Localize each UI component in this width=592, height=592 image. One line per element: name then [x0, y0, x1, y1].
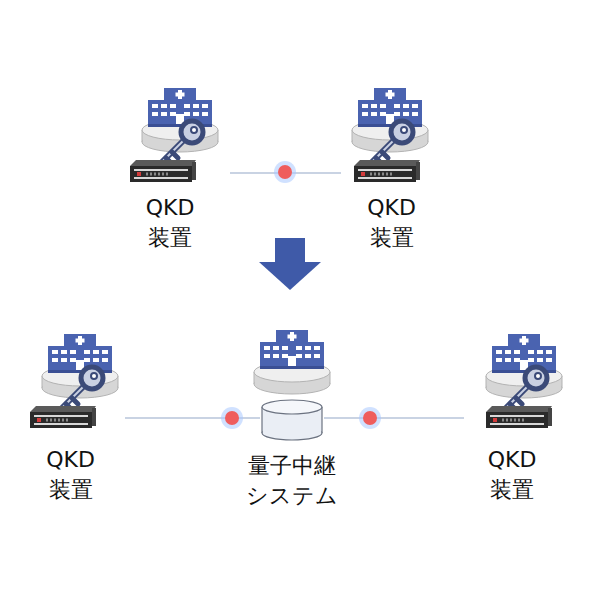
qkd-device-icon	[486, 334, 562, 428]
relay-storage-cylinder	[262, 400, 322, 440]
photon-dot	[221, 407, 243, 429]
node-label: QKD 装置	[367, 193, 416, 253]
device-node: QKD 装置	[28, 325, 123, 435]
qkd-device-icon	[130, 88, 218, 182]
node-label: QKD 装置	[488, 445, 537, 505]
device-node: QKD 装置	[466, 325, 558, 435]
qkd-device-icon	[352, 88, 428, 182]
node-label: QKD 装置	[46, 445, 95, 505]
link-line	[324, 417, 464, 419]
device-node: QKD 装置	[128, 80, 228, 190]
node-label: QKD 装置	[146, 193, 195, 253]
qkd-device-icon	[30, 334, 118, 428]
device-node: QKD 装置	[343, 80, 440, 190]
device-node: 量子中継 システム	[262, 398, 322, 442]
photon-dot	[359, 407, 381, 429]
photon-dot	[274, 161, 296, 183]
relay-building-icon	[254, 330, 330, 394]
down-arrow	[259, 238, 321, 290]
node-label: 量子中継 システム	[246, 451, 338, 511]
